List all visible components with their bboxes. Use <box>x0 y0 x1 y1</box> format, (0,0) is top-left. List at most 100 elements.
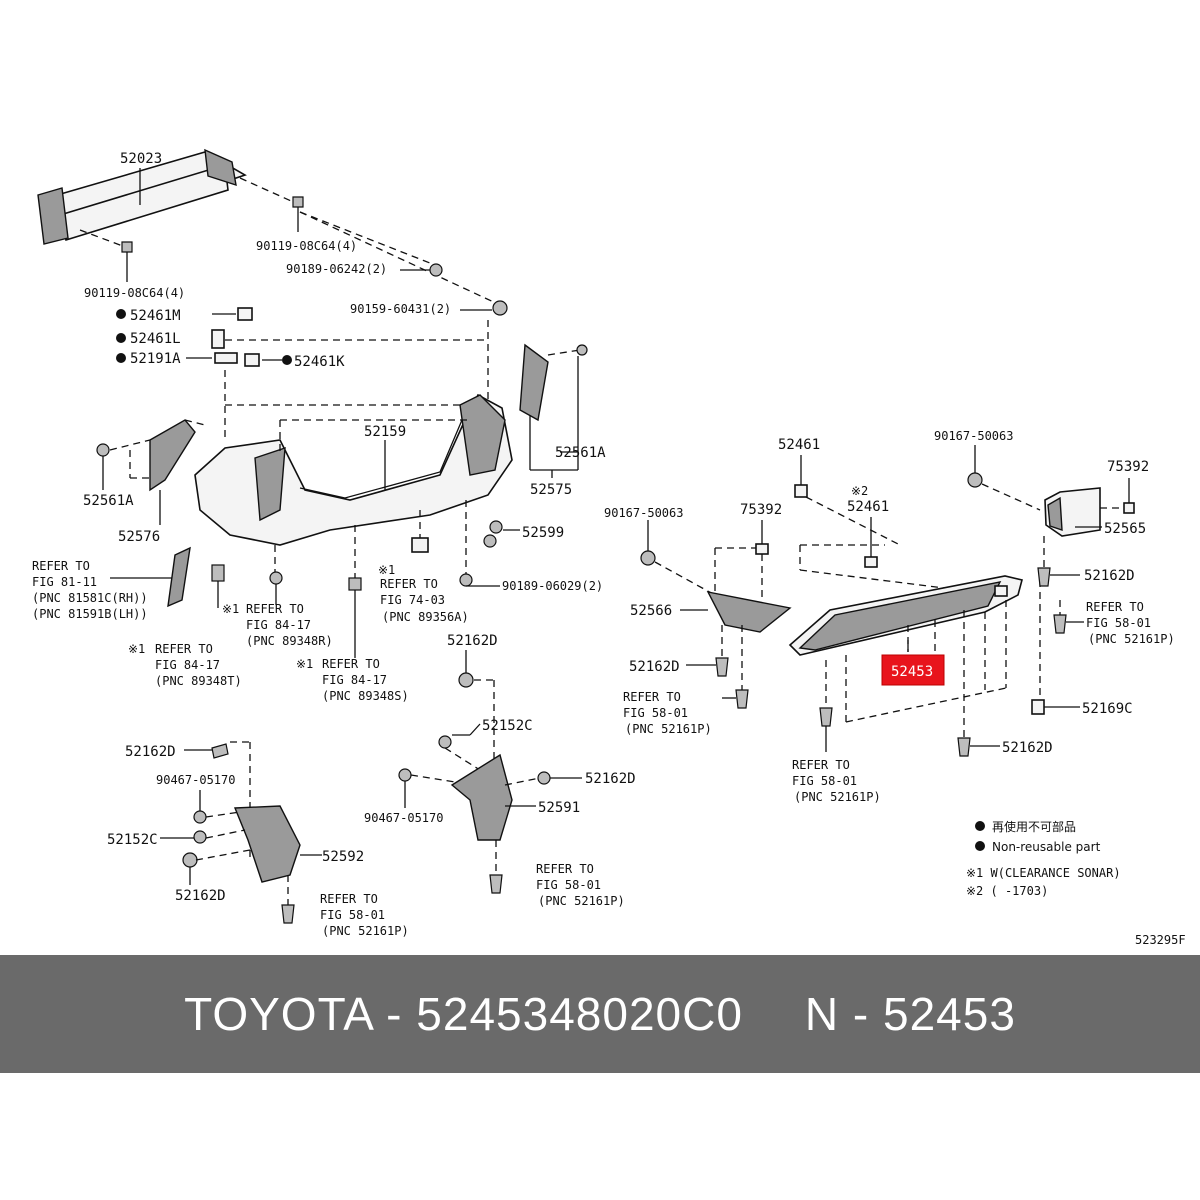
svg-text:FIG 58-01: FIG 58-01 <box>623 706 688 720</box>
label-52162D-3: 52162D <box>1002 740 1053 756</box>
label-52565: 52565 <box>1104 521 1146 537</box>
label-52162D-4: 52162D <box>447 633 498 649</box>
svg-text:FIG 58-01: FIG 58-01 <box>792 774 857 788</box>
label-52461-a: 52461 <box>778 437 820 453</box>
ref-fig-58-01-a: REFER TO FIG 58-01 (PNC 52161P) <box>1086 600 1175 646</box>
svg-text:FIG 74-03: FIG 74-03 <box>380 593 445 607</box>
svg-text:REFER TO: REFER TO <box>380 577 438 591</box>
svg-text:(PNC 52161P): (PNC 52161P) <box>538 894 625 908</box>
label-90167-l: 90167-50063 <box>604 506 683 520</box>
reflector-and-sensors <box>110 546 225 608</box>
svg-text:FIG 81-11: FIG 81-11 <box>32 575 97 589</box>
bumper-cover-52159 <box>194 393 520 658</box>
legend-note2: ※2 ( -1703) <box>966 884 1048 898</box>
label-52561A-r: 52561A <box>555 445 606 461</box>
svg-text:FIG 58-01: FIG 58-01 <box>536 878 601 892</box>
label-52461M: 52461M <box>130 308 181 324</box>
svg-text:(PNC 52161P): (PNC 52161P) <box>625 722 712 736</box>
label-52453: 52453 <box>891 664 933 680</box>
figure-code: 523295F <box>1135 933 1186 947</box>
svg-text:(PNC 81581C(RH)): (PNC 81581C(RH)) <box>32 591 148 605</box>
ref-fig-84-17-t: ※1 REFER TO FIG 84-17 (PNC 89348T) <box>128 642 242 688</box>
non-reusable-dot-icon-2 <box>975 841 985 851</box>
label-90467-l: 90467-05170 <box>156 773 235 787</box>
svg-text:REFER TO: REFER TO <box>320 892 378 906</box>
mid-bracket-52591 <box>398 650 582 894</box>
label-52591: 52591 <box>538 800 580 816</box>
svg-text:(PNC 52161P): (PNC 52161P) <box>1088 632 1175 646</box>
label-52162D-6: 52162D <box>585 771 636 787</box>
bolt-group-top <box>299 211 508 470</box>
label-52162D-5: 52162D <box>125 744 176 760</box>
legend-en: Non-reusable part <box>992 840 1101 854</box>
parts-diagram: 52023 90119-08C64(4) 90119-08C64(4) 9018… <box>32 148 1186 947</box>
ref-fig-84-17-r: ※1 REFER TO FIG 84-17 (PNC 89348R) <box>222 602 333 648</box>
svg-text:(PNC 89348T): (PNC 89348T) <box>155 674 242 688</box>
label-90119-l: 90119-08C64(4) <box>84 286 185 300</box>
svg-text:FIG 58-01: FIG 58-01 <box>320 908 385 922</box>
svg-text:(PNC 89356A): (PNC 89356A) <box>382 610 469 624</box>
label-52191A: 52191A <box>130 351 181 367</box>
legend-note1: ※1 W(CLEARANCE SONAR) <box>966 866 1121 880</box>
reinforcement-52023 <box>37 148 304 282</box>
label-52575: 52575 <box>530 482 572 498</box>
svg-text:REFER TO: REFER TO <box>246 602 304 616</box>
label-90167-r: 90167-50063 <box>934 429 1013 443</box>
svg-text:REFER TO: REFER TO <box>536 862 594 876</box>
svg-text:(PNC 89348R): (PNC 89348R) <box>246 634 333 648</box>
label-52461L: 52461L <box>130 331 181 347</box>
part-labels: 52023 90119-08C64(4) 90119-08C64(4) 9018… <box>83 151 1149 904</box>
non-reusable-dot-icon <box>975 821 985 831</box>
legend-jp: 再使用不可部品 <box>992 819 1076 834</box>
legend: 再使用不可部品 Non-reusable part ※1 W(CLEARANCE… <box>966 819 1186 947</box>
label-75392-l: 75392 <box>740 502 782 518</box>
label-52162D-2: 52162D <box>629 659 680 675</box>
label-mark2: ※2 <box>851 484 868 498</box>
svg-text:FIG 84-17: FIG 84-17 <box>322 673 387 687</box>
svg-text:REFER TO: REFER TO <box>792 758 850 772</box>
svg-text:(PNC 81591B(LH)): (PNC 81591B(LH)) <box>32 607 148 621</box>
label-52566: 52566 <box>630 603 672 619</box>
label-90189-b: 90189-06029(2) <box>502 579 603 593</box>
label-52592: 52592 <box>322 849 364 865</box>
ref-fig-81-11: REFER TO FIG 81-11 (PNC 81581C(RH)) (PNC… <box>32 559 148 621</box>
label-52561A-l: 52561A <box>83 493 134 509</box>
step-pad-assembly <box>640 445 1135 757</box>
ref-fig-58-01-b: REFER TO FIG 58-01 (PNC 52161P) <box>623 690 712 736</box>
svg-text:FIG 58-01: FIG 58-01 <box>1086 616 1151 630</box>
label-52461K: 52461K <box>294 354 345 370</box>
svg-text:REFER TO: REFER TO <box>322 657 380 671</box>
label-52162D-7: 52162D <box>175 888 226 904</box>
svg-text:(PNC 89348S): (PNC 89348S) <box>322 689 409 703</box>
svg-text:REFER TO: REFER TO <box>155 642 213 656</box>
svg-text:※1: ※1 <box>378 563 395 577</box>
label-52152C-l: 52152C <box>107 832 158 848</box>
side-brackets <box>96 343 588 525</box>
part-number-banner: TOYOTA - 5245348020C0 N - 52453 <box>0 955 1200 1073</box>
oem-part-number: TOYOTA - 5245348020C0 <box>184 988 743 1040</box>
svg-text:FIG 84-17: FIG 84-17 <box>155 658 220 672</box>
svg-text:FIG 84-17: FIG 84-17 <box>246 618 311 632</box>
ref-fig-84-17-s: ※1 REFER TO FIG 84-17 (PNC 89348S) <box>296 657 409 703</box>
label-52576: 52576 <box>118 529 160 545</box>
left-bracket-52592 <box>160 741 322 924</box>
svg-text:※1: ※1 <box>296 657 313 671</box>
label-52599: 52599 <box>522 525 564 541</box>
diagram-ref-number: N - 52453 <box>804 988 1016 1040</box>
ref-fig-58-01-d: REFER TO FIG 58-01 (PNC 52161P) <box>536 862 625 908</box>
reference-callouts: REFER TO FIG 81-11 (PNC 81581C(RH)) (PNC… <box>32 559 1175 938</box>
svg-text:(PNC 52161P): (PNC 52161P) <box>794 790 881 804</box>
label-52159: 52159 <box>364 424 406 440</box>
svg-text:※1: ※1 <box>128 642 145 656</box>
svg-text:※1: ※1 <box>222 602 239 616</box>
svg-text:REFER TO: REFER TO <box>623 690 681 704</box>
label-52023: 52023 <box>120 151 162 167</box>
label-52162D-1: 52162D <box>1084 568 1135 584</box>
svg-text:REFER TO: REFER TO <box>32 559 90 573</box>
ref-fig-58-01-c: REFER TO FIG 58-01 (PNC 52161P) <box>792 758 881 804</box>
svg-text:(PNC 52161P): (PNC 52161P) <box>322 924 409 938</box>
banner-text: TOYOTA - 5245348020C0 N - 52453 <box>0 955 1200 1073</box>
label-52152C-r: 52152C <box>482 718 533 734</box>
label-90467-r: 90467-05170 <box>364 811 443 825</box>
ref-fig-58-01-e: REFER TO FIG 58-01 (PNC 52161P) <box>320 892 409 938</box>
